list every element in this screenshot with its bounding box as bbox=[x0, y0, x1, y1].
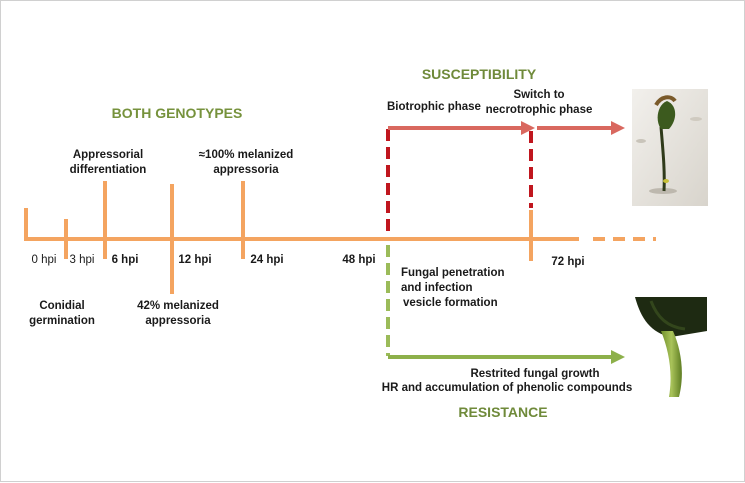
label-12hpi: 12 hpi bbox=[178, 254, 211, 266]
event-appressorial-line2: differentiation bbox=[70, 164, 147, 176]
label-3hpi: 3 hpi bbox=[70, 254, 95, 266]
timeline-ticks bbox=[24, 181, 533, 294]
event-melanized100-line2: appressoria bbox=[213, 164, 279, 176]
label-restricted-growth: Restrited fungal growth bbox=[470, 368, 599, 380]
event-conidial-line2: germination bbox=[29, 315, 95, 327]
event-conidial-line1: Conidial bbox=[39, 300, 84, 312]
event-melanized42-line2: appressoria bbox=[145, 315, 211, 327]
label-24hpi: 24 hpi bbox=[250, 254, 283, 266]
label-0hpi: 0 hpi bbox=[32, 254, 57, 266]
event-melanized100-line1: ≈100% melanized bbox=[199, 149, 294, 161]
label-penetration-line2: and infection bbox=[401, 282, 473, 294]
label-penetration-line1: Fungal penetration bbox=[401, 267, 505, 279]
stem-resistant-photo bbox=[632, 295, 708, 399]
label-6hpi: 6 hpi bbox=[112, 254, 139, 266]
heading-both-genotypes: BOTH GENOTYPES bbox=[112, 105, 243, 121]
event-melanized42-line1: 42% melanized bbox=[137, 300, 219, 312]
label-biotrophic-phase: Biotrophic phase bbox=[387, 101, 481, 113]
label-48hpi: 48 hpi bbox=[342, 254, 375, 266]
event-appressorial-line1: Appressorial bbox=[73, 149, 143, 161]
heading-resistance: RESISTANCE bbox=[458, 404, 547, 420]
susceptibility-path bbox=[386, 121, 625, 233]
heading-susceptibility: SUSCEPTIBILITY bbox=[422, 66, 537, 82]
label-switch-line1: Switch to bbox=[513, 89, 564, 101]
label-hr-phenolic: HR and accumulation of phenolic compound… bbox=[382, 382, 632, 394]
resistance-path bbox=[386, 245, 625, 364]
label-switch-line2: necrotrophic phase bbox=[486, 104, 593, 116]
label-penetration-line3: vesicle formation bbox=[403, 297, 498, 309]
label-72hpi: 72 hpi bbox=[551, 256, 584, 268]
seedling-susceptible-photo bbox=[632, 89, 708, 206]
